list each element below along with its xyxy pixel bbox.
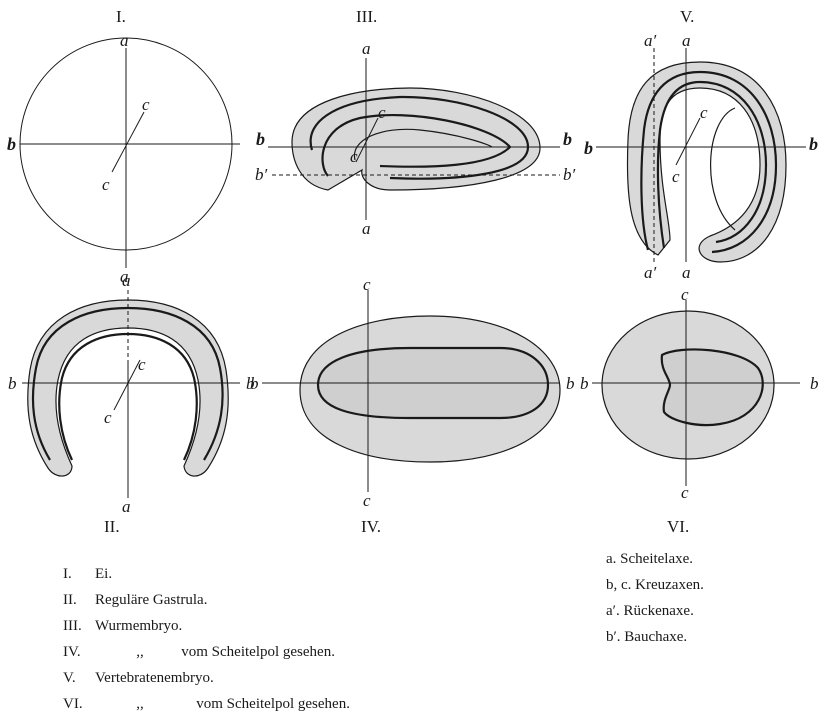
caption-i: I. Ei.: [48, 552, 112, 597]
axis-label-a: a: [120, 267, 129, 286]
axis-label-b: b: [566, 374, 575, 393]
axis-label-a: a: [362, 39, 371, 58]
caption-text: ,, vom Scheitelpol gesehen.: [95, 696, 350, 712]
axis-label-b: b: [250, 374, 259, 393]
vertebrate-outer-contour: [640, 70, 778, 254]
caption-number: III.: [63, 618, 82, 634]
axis-label-c: c: [350, 147, 358, 166]
axis-label-c: c: [681, 483, 689, 502]
caption-number: I.: [63, 566, 72, 582]
caption-text: Ei.: [95, 566, 113, 582]
axis-label-c: c: [363, 491, 371, 510]
axis-label-b: b: [580, 374, 589, 393]
axis-label-c: c: [142, 95, 150, 114]
axis-label-a: a: [120, 31, 129, 50]
caption-text: Vertebratenembryo.: [95, 670, 214, 686]
label-fig-ii: II.: [104, 517, 120, 536]
label-fig-iii: III.: [356, 7, 377, 26]
axis-label-b: b: [256, 129, 265, 149]
axis-label-b: b: [809, 134, 818, 154]
axis-label-b: b: [8, 374, 17, 393]
axis-label-c: c: [363, 275, 371, 294]
figure-v-vertebrate-embryo: a′ a a′ a b b c c: [584, 31, 818, 282]
caption-v: V. Vertebratenembryo.: [48, 656, 214, 701]
caption-axis-b-prime: b′. Bauchaxe.: [606, 629, 688, 645]
figure-ii-gastrula: a a b b c c: [8, 271, 255, 516]
axis-label-c: c: [378, 103, 386, 122]
axis-c-line: [111, 111, 145, 173]
axis-c-line: [675, 117, 701, 166]
axis-label-b: b: [246, 374, 255, 393]
caption-axis-bc: b, c. Kreuzaxen.: [606, 577, 704, 593]
caption-vi: VI. ,, vom Scheitelpol gesehen.: [48, 682, 350, 727]
vertebrate-inner-contour: [656, 80, 768, 249]
axis-label-a-prime: a′: [644, 263, 657, 282]
caption-axis-a-prime: a′. Rückenaxe.: [606, 603, 694, 619]
axis-label-a: a: [682, 263, 691, 282]
axis-c-line: [113, 359, 141, 411]
axis-label-b: b: [810, 374, 819, 393]
worm-gut-lumen: [353, 128, 493, 161]
label-fig-iv: IV.: [361, 517, 381, 536]
axis-label-b-prime: b′: [255, 165, 268, 184]
caption-number: II.: [63, 592, 77, 608]
caption-text: ,, vom Scheitelpol gesehen.: [95, 644, 335, 660]
worm-inner-contour: [321, 114, 512, 177]
caption-ii: II. Reguläre Gastrula.: [48, 578, 207, 623]
embryo-axes-figure: I. III. V. II. IV. VI. a a b c c a a b b…: [7, 7, 819, 536]
vertebrate-yolk-contour: [710, 107, 736, 231]
worm-outer-contour: [309, 95, 530, 180]
axis-label-a: a: [122, 271, 131, 290]
caption-axis-a: a. Scheitelaxe.: [606, 551, 694, 567]
axis-label-c: c: [138, 355, 146, 374]
axis-label-b: b: [563, 129, 572, 149]
caption-number: IV.: [63, 644, 81, 660]
axis-label-c: c: [104, 408, 112, 427]
figure-vi-vertebrate-from-vertex: c c b b: [580, 285, 819, 502]
axis-label-a: a: [682, 31, 691, 50]
axis-label-c: c: [672, 167, 680, 186]
axis-label-b: b: [584, 138, 593, 158]
vertebrate-outer-band: [626, 61, 787, 263]
axis-label-c: c: [681, 285, 689, 304]
axis-label-a: a: [122, 497, 131, 516]
caption-text: Reguläre Gastrula.: [95, 592, 208, 608]
caption-iii: III. Wurmembryo.: [48, 604, 182, 649]
axis-label-c: c: [102, 175, 110, 194]
label-fig-i: I.: [116, 7, 126, 26]
caption-number: V.: [63, 670, 76, 686]
figure-i-egg: a a b c c: [7, 31, 240, 286]
caption-iv: IV. ,, vom Scheitelpol gesehen.: [48, 630, 335, 675]
label-fig-vi: VI.: [667, 517, 689, 536]
axis-label-a: a: [362, 219, 371, 238]
caption-number: VI.: [63, 696, 83, 712]
worm-outer-band: [291, 87, 541, 191]
axis-label-a-prime: a′: [644, 31, 657, 50]
caption-text: Wurmembryo.: [95, 618, 183, 634]
axis-c-line: [355, 117, 379, 163]
axis-label-b-prime: b′: [563, 165, 576, 184]
axis-label-c: c: [700, 103, 708, 122]
axis-label-b: b: [7, 134, 16, 154]
label-fig-v: V.: [680, 7, 694, 26]
figure-iv-worm-from-vertex: c c b b: [250, 275, 575, 510]
vertebrate-vertex-inner: [660, 348, 764, 427]
figure-iii-worm-embryo: a a b b b′ b′ c c: [255, 39, 576, 238]
